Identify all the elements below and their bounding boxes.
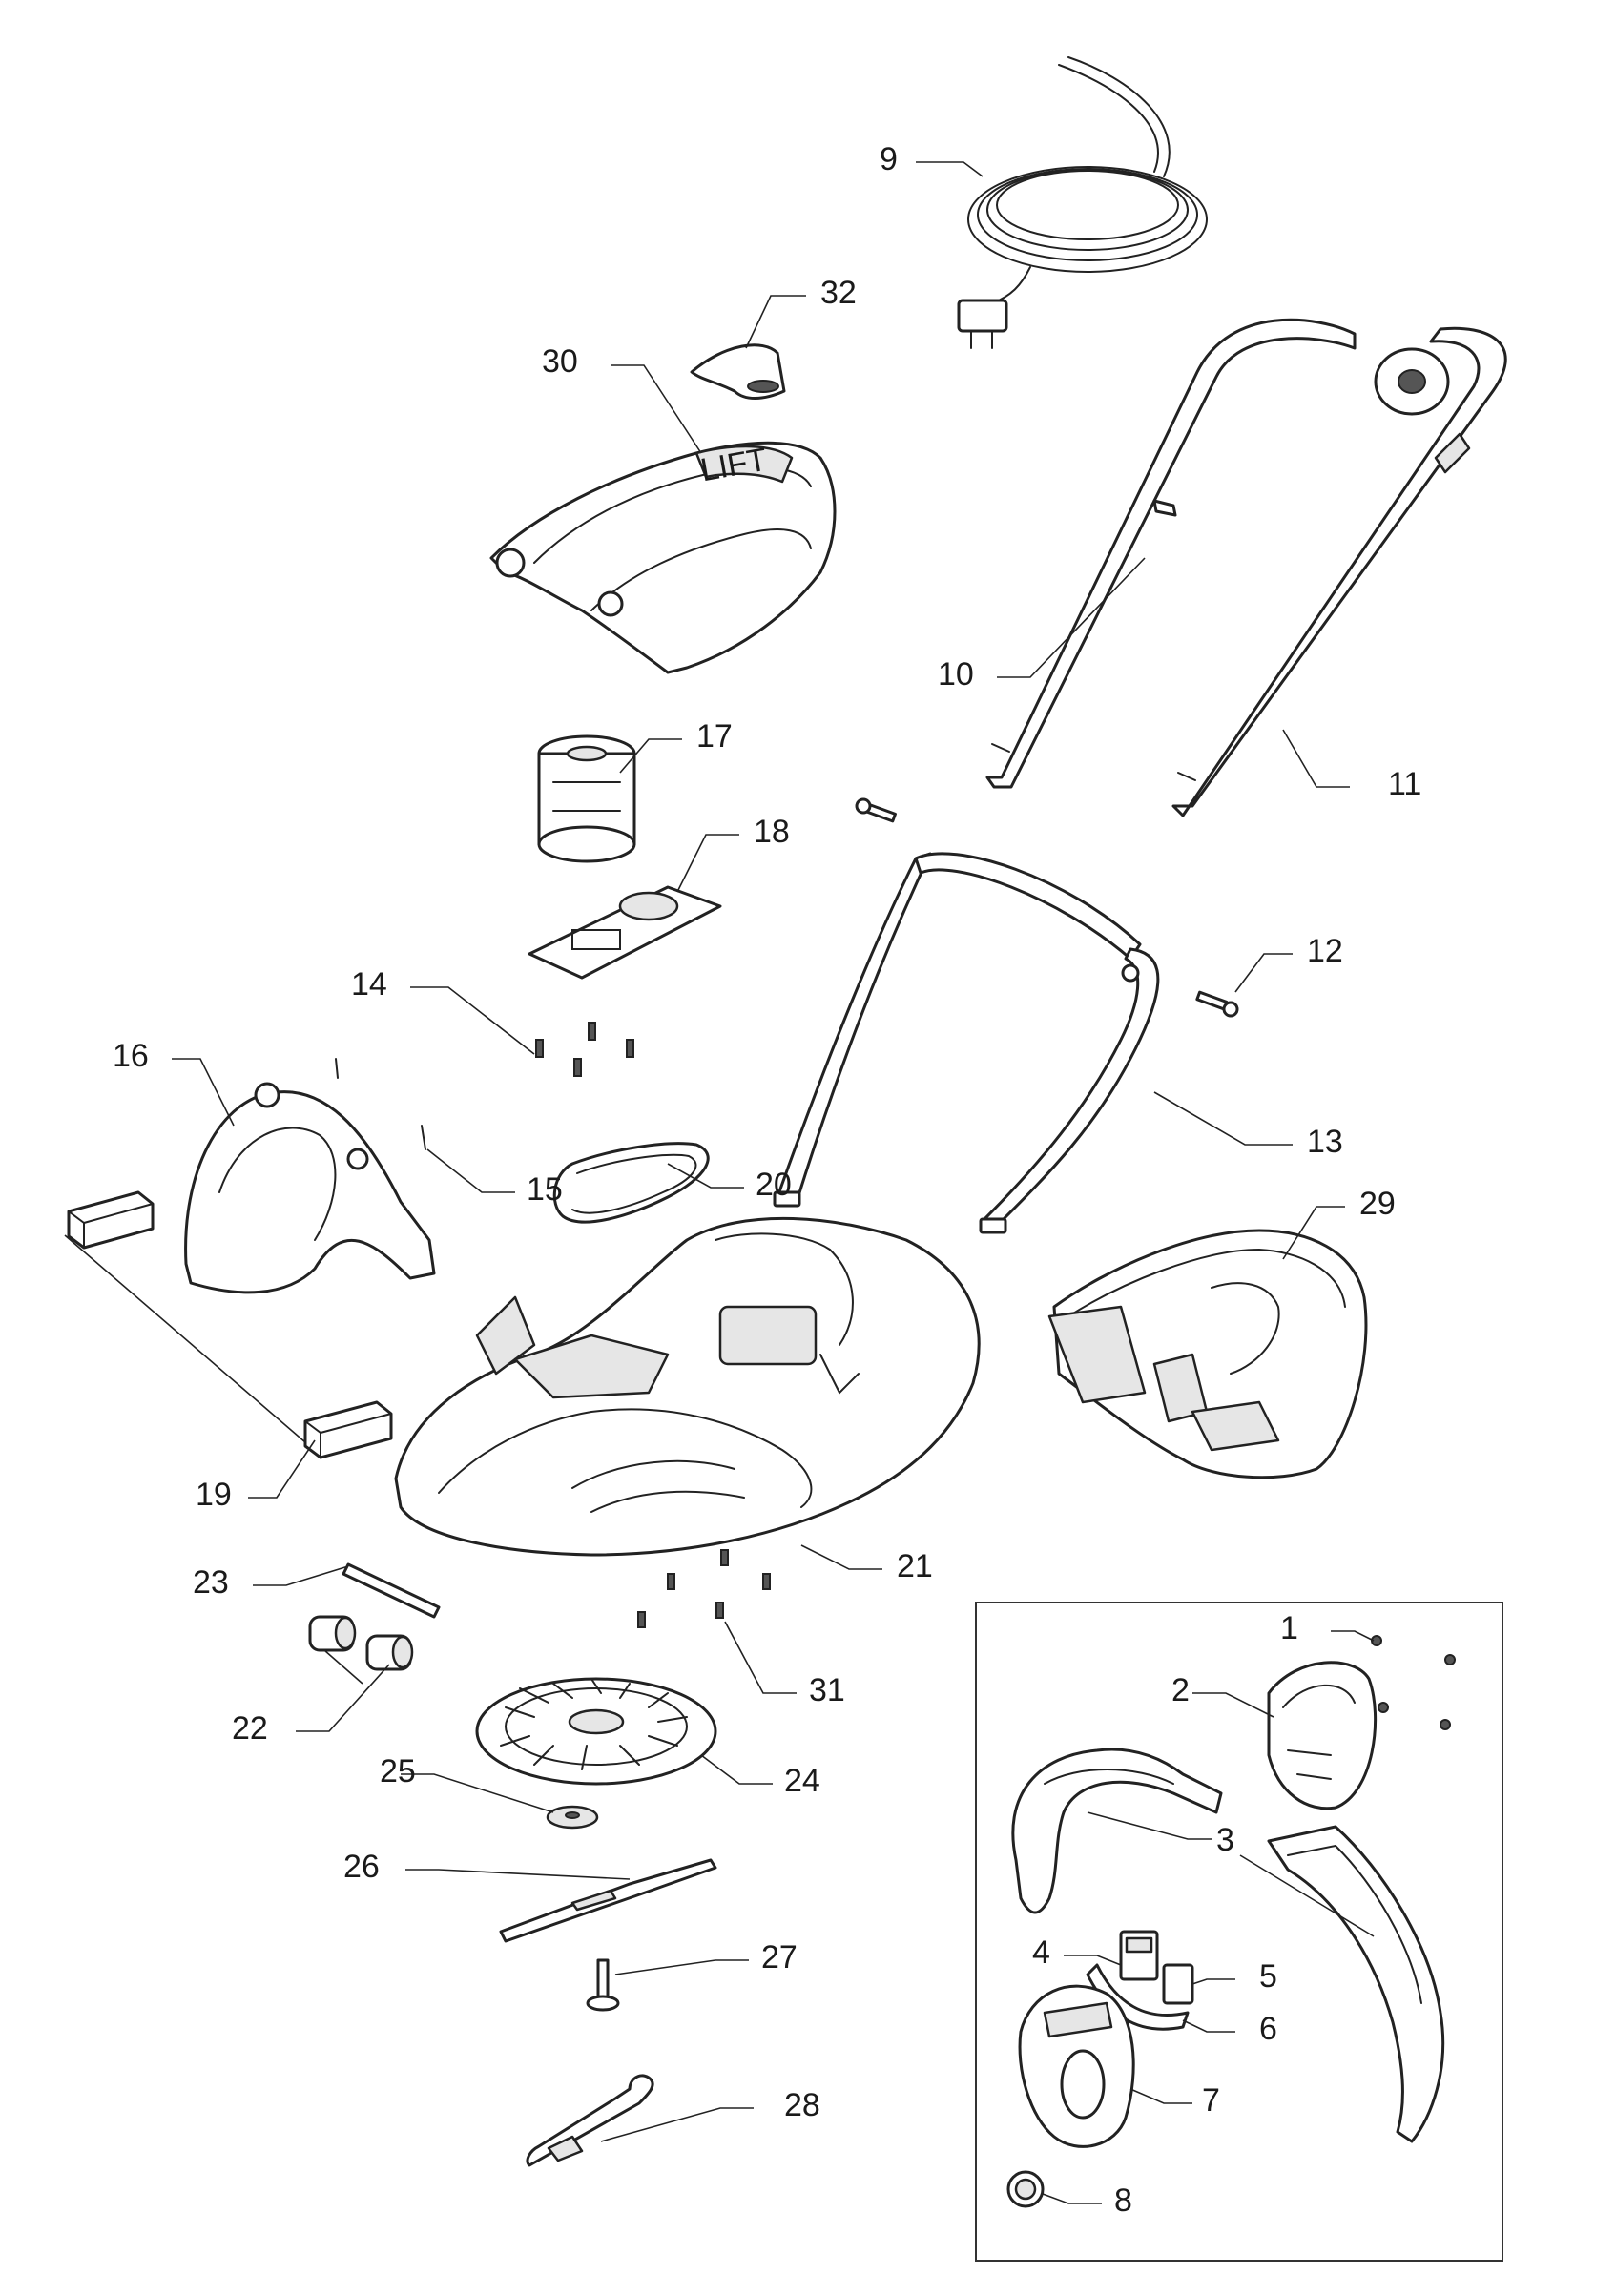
callout-22: 22 <box>232 1710 268 1747</box>
main-deck <box>394 1216 981 1557</box>
callout-5: 5 <box>1259 1958 1277 1995</box>
bolt <box>1195 990 1239 1018</box>
rear-deflector <box>184 1082 436 1294</box>
inset-frame <box>975 1602 1503 2262</box>
callout-labels: 9 32 30 10 11 17 18 12 14 16 13 15 20 29… <box>113 141 1421 2219</box>
foam-block-lower <box>303 1400 393 1459</box>
callout-17: 17 <box>696 718 733 755</box>
callout-15: 15 <box>527 1171 563 1208</box>
motor-mount-plate <box>528 885 722 980</box>
callout-30: 30 <box>542 343 578 380</box>
switch-housing-plate <box>1267 1661 1378 1810</box>
drive-belt <box>552 1142 710 1224</box>
callout-23: 23 <box>193 1564 229 1601</box>
callout-9: 9 <box>880 141 898 177</box>
power-cable <box>957 56 1208 349</box>
handle-grip-right <box>1267 1825 1445 2143</box>
blade-bolt <box>586 1958 620 2012</box>
foam-block-upper <box>67 1190 155 1250</box>
axle-rod <box>342 1562 441 1619</box>
badge-cap <box>1006 2170 1045 2208</box>
callout-6: 6 <box>1259 2011 1277 2047</box>
callout-4: 4 <box>1032 1934 1050 1971</box>
callout-2: 2 <box>1171 1672 1190 1708</box>
callout-11: 11 <box>1388 766 1421 802</box>
callout-19: 19 <box>196 1477 232 1513</box>
callout-29: 29 <box>1359 1186 1396 1222</box>
callout-25: 25 <box>380 1753 416 1789</box>
rollers <box>308 1615 414 1671</box>
blade-spacer <box>546 1805 599 1830</box>
callout-8: 8 <box>1114 2182 1132 2219</box>
callout-13: 13 <box>1307 1124 1343 1160</box>
inset-screws <box>1371 1635 1456 1730</box>
callout-26: 26 <box>343 1849 380 1885</box>
callout-31: 31 <box>809 1672 845 1708</box>
screws-motor <box>535 1022 634 1077</box>
callout-28: 28 <box>784 2087 820 2123</box>
screw-small <box>335 1058 426 1150</box>
callout-27: 27 <box>761 1939 798 1975</box>
callout-7: 7 <box>1202 2082 1220 2119</box>
callout-32: 32 <box>820 275 857 311</box>
spanner-tool <box>526 2074 654 2167</box>
cooling-fan <box>475 1677 717 1786</box>
motor <box>537 734 636 863</box>
handle-assembly <box>985 318 1507 817</box>
switch-cover <box>1018 1984 1135 2148</box>
top-cover: LIFT <box>489 442 837 674</box>
handle-pivot-bolt <box>855 797 897 823</box>
callout-20: 20 <box>756 1167 792 1203</box>
screws-fan <box>637 1549 771 1628</box>
switch <box>1119 1930 1159 1981</box>
callout-16: 16 <box>113 1038 149 1074</box>
grass-collection-box <box>1047 1229 1368 1479</box>
cutting-blade <box>499 1858 717 1943</box>
leader-lines <box>64 161 1375 2204</box>
switch-lever <box>1162 1963 1194 2005</box>
callout-12: 12 <box>1307 933 1343 969</box>
callout-3: 3 <box>1216 1822 1234 1858</box>
lift-cover-cap <box>690 343 786 400</box>
callout-1: 1 <box>1280 1610 1298 1646</box>
callout-14: 14 <box>351 966 387 1003</box>
lower-handle-frame <box>773 852 1160 1234</box>
callout-24: 24 <box>784 1763 820 1799</box>
callout-21: 21 <box>897 1548 933 1584</box>
callout-10: 10 <box>938 656 974 693</box>
handle-grip-left <box>1011 1748 1223 1914</box>
callout-18: 18 <box>754 814 790 850</box>
